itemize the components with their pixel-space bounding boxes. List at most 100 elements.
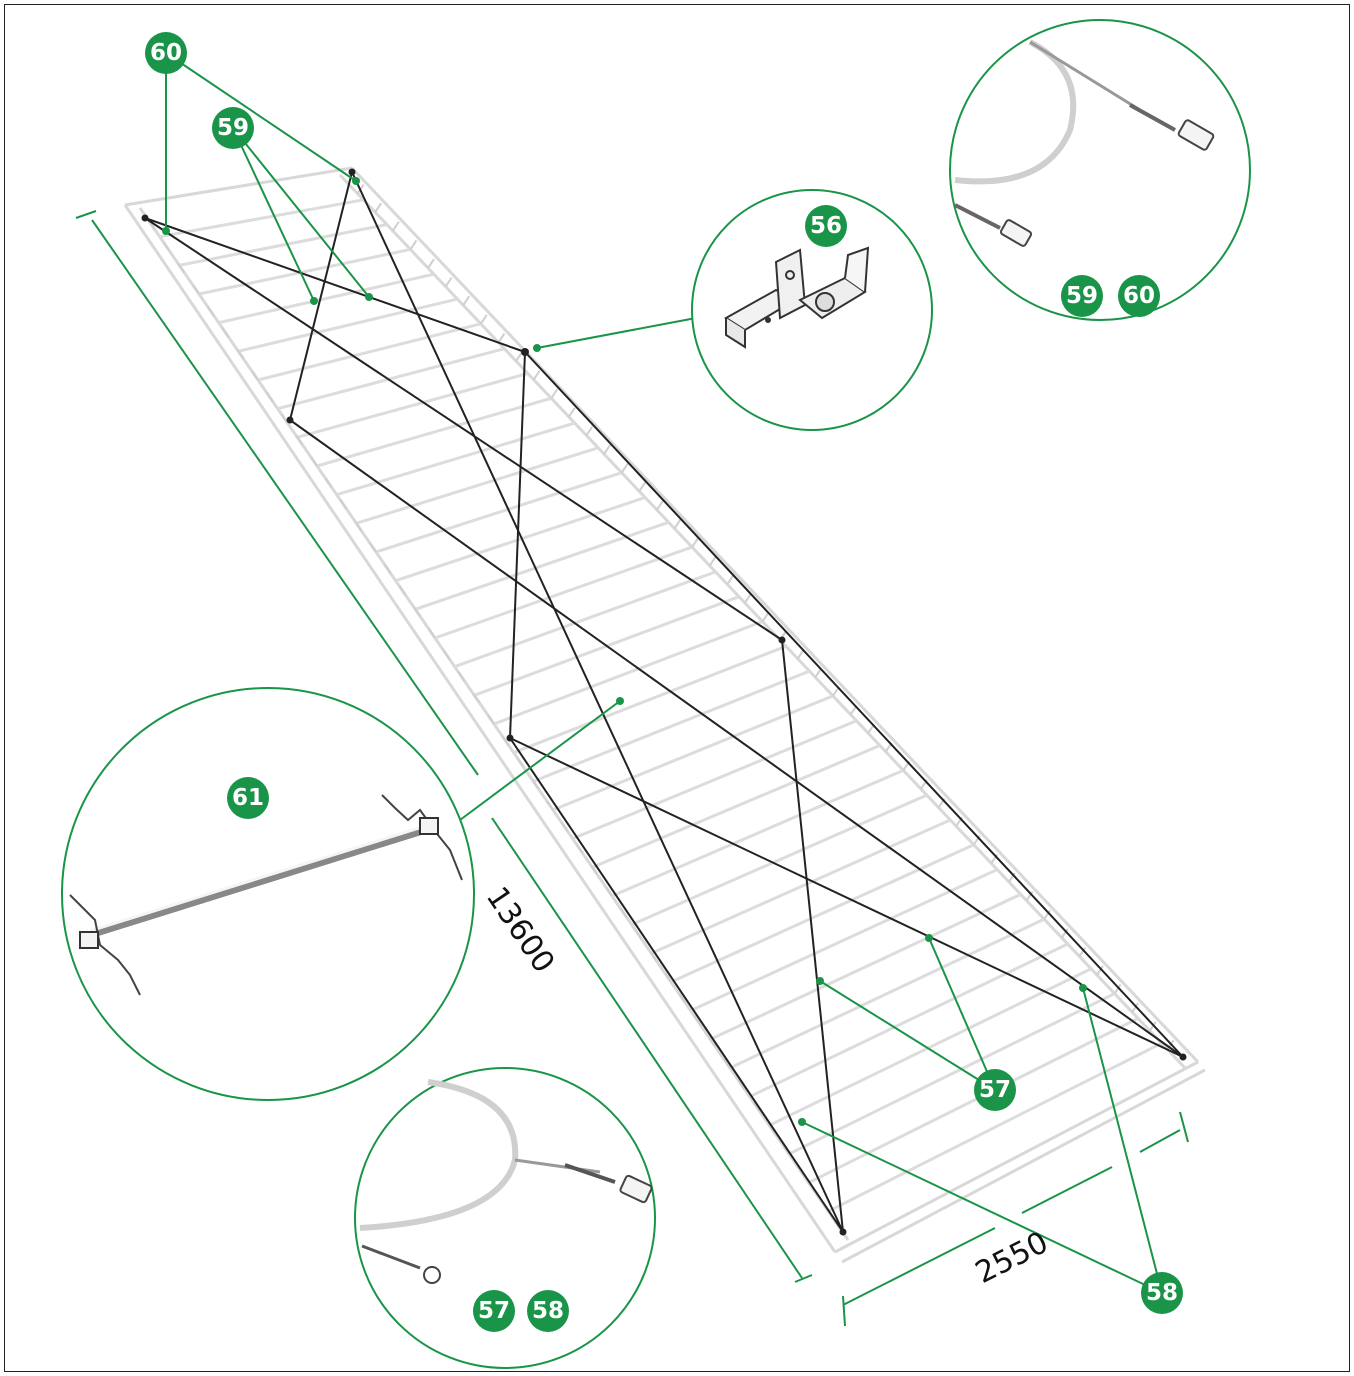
frame-stake xyxy=(265,391,274,403)
frame-stake xyxy=(726,574,735,585)
crossbar-slats xyxy=(159,198,1163,1213)
frame-slat xyxy=(198,247,411,296)
frame-stake xyxy=(560,821,569,833)
frame-stake xyxy=(428,628,436,639)
detail-circle-strap-end-bottom xyxy=(354,1067,656,1369)
frame-slat xyxy=(709,893,1022,1041)
callout-58: 58 xyxy=(1141,1272,1183,1314)
frame-slat xyxy=(218,272,435,325)
frame-slat xyxy=(434,545,693,640)
frame-stake xyxy=(295,434,304,446)
frame-slat xyxy=(296,371,529,439)
frame-slat xyxy=(572,719,857,841)
frame-stake xyxy=(383,563,392,575)
frame-stake xyxy=(398,585,407,596)
frame-stake xyxy=(761,611,770,623)
frame-stake xyxy=(737,1079,746,1091)
frame-stake xyxy=(221,327,230,338)
frame-slat xyxy=(611,768,904,898)
frame-stake xyxy=(324,477,333,489)
strap-anchors xyxy=(141,168,1187,1236)
frame-stake xyxy=(206,305,215,317)
frame-stake xyxy=(634,929,643,940)
frame-stake xyxy=(369,542,377,553)
frame-stake xyxy=(605,886,613,897)
frame-slat xyxy=(807,1017,1139,1185)
drawing-frame xyxy=(4,4,1350,1372)
detail-circle-crossbar xyxy=(61,687,475,1101)
frame-stake xyxy=(744,593,752,604)
frame-stake xyxy=(516,757,525,768)
frame-stake xyxy=(1096,965,1104,976)
frame-slat xyxy=(355,446,599,525)
callout-57-detail: 57 xyxy=(473,1290,515,1332)
frame-stake xyxy=(310,456,318,467)
frame-stake xyxy=(691,537,699,548)
dimension-lines xyxy=(75,210,1189,1327)
callout-59: 59 xyxy=(212,107,254,149)
callout-61: 61 xyxy=(227,777,269,819)
frame-stake xyxy=(515,351,523,362)
frame-stake xyxy=(620,463,629,474)
frame-slat xyxy=(729,917,1045,1070)
frame-slat xyxy=(395,496,646,583)
frame-stake xyxy=(192,284,200,295)
detail-circle-bracket xyxy=(691,189,933,431)
frame-stake xyxy=(409,239,418,250)
frame-stake xyxy=(767,1122,776,1134)
frame-stake xyxy=(673,518,682,530)
frame-stake xyxy=(251,370,259,381)
frame-stake xyxy=(678,993,687,1005)
frame-stake xyxy=(444,277,453,288)
frame-stake xyxy=(427,258,435,269)
leader-lines xyxy=(165,52,1163,1294)
frame-stake xyxy=(487,714,495,725)
frame-stake xyxy=(782,1144,790,1155)
frame-stake xyxy=(590,864,599,876)
frame-stake xyxy=(796,649,805,660)
frame-stake xyxy=(457,671,466,682)
frame-stake xyxy=(693,1015,702,1026)
frame-stake xyxy=(649,950,658,962)
frame-stake xyxy=(480,314,488,325)
frame-slat xyxy=(532,669,811,783)
frame-slat xyxy=(591,744,881,869)
frame-slat xyxy=(690,868,998,1013)
lashing-straps xyxy=(144,171,1184,1233)
frame-slat xyxy=(237,297,458,353)
frame-slat xyxy=(749,942,1069,1099)
frame-slat xyxy=(631,793,928,927)
frame-slat xyxy=(513,644,787,755)
frame-stake xyxy=(374,202,383,213)
frame-slat xyxy=(768,967,1092,1127)
callout-57: 57 xyxy=(974,1069,1016,1111)
frame-stake xyxy=(162,241,171,252)
frame-stake xyxy=(664,972,672,983)
svg-text:59: 59 xyxy=(1066,283,1098,309)
callout-56: 56 xyxy=(805,205,847,247)
frame-stake xyxy=(354,520,363,532)
frame-stake xyxy=(532,370,541,381)
frame-slat xyxy=(454,570,717,669)
frame-slat xyxy=(670,843,975,984)
leader-dots xyxy=(162,177,1087,1126)
frame-stake xyxy=(708,1036,717,1048)
frame-stake xyxy=(413,606,422,618)
frame-stake xyxy=(177,262,186,274)
frame-stake xyxy=(585,425,594,437)
svg-text:61: 61 xyxy=(232,785,264,811)
frame-slat xyxy=(159,198,364,239)
callout-60: 60 xyxy=(145,32,187,74)
frame-slat xyxy=(827,1041,1163,1213)
svg-text:59: 59 xyxy=(217,115,249,141)
frame-slat xyxy=(316,396,552,468)
frame-stake xyxy=(708,556,717,567)
frame-stake xyxy=(472,692,481,704)
callout-58-detail: 58 xyxy=(527,1290,569,1332)
frame-stake xyxy=(531,778,540,790)
frame-stake xyxy=(1043,909,1051,920)
frame-stake xyxy=(462,295,471,306)
frame-slat xyxy=(179,223,388,267)
frame-slat xyxy=(336,421,576,497)
